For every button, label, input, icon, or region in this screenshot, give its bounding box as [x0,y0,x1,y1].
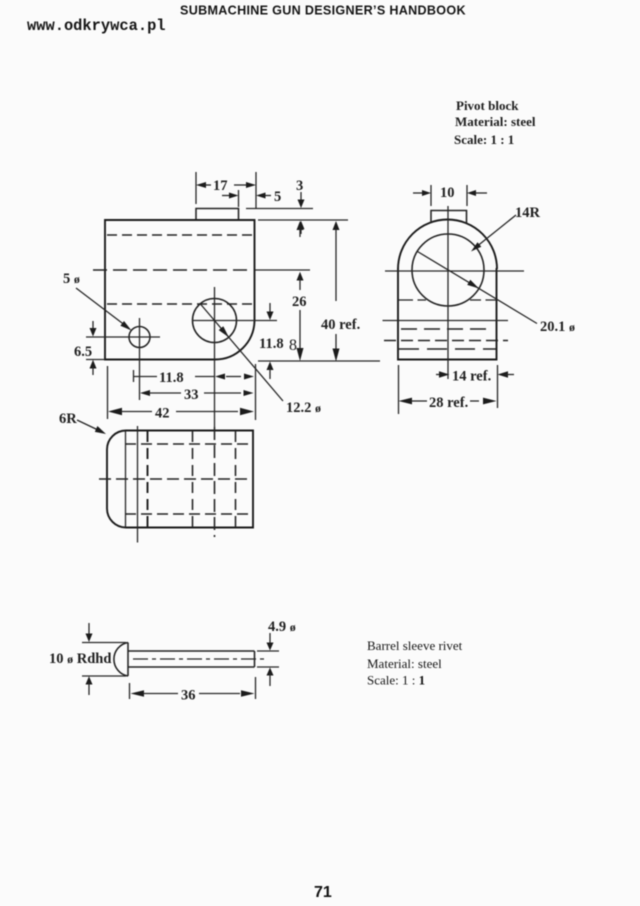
svg-text:20.1 ø: 20.1 ø [540,319,575,335]
svg-text:11.8: 11.8 [259,336,284,352]
svg-text:5: 5 [274,189,281,205]
svg-text:10: 10 [440,185,455,201]
svg-text:42: 42 [155,406,170,422]
svg-text:6R: 6R [59,411,77,427]
svg-text:SUBMACHINE GUN DESIGNER’S HAND: SUBMACHINE GUN DESIGNER’S HANDBOOK [180,4,466,18]
svg-text:Material: steel: Material: steel [367,656,442,671]
svg-text:11.8: 11.8 [159,370,184,386]
svg-text:Barrel sleeve rivet: Barrel sleeve rivet [367,638,463,653]
svg-text:3: 3 [296,178,303,194]
svg-text:28 ref.: 28 ref. [429,395,468,411]
svg-text:71: 71 [314,884,332,901]
svg-text:8: 8 [289,337,297,354]
svg-text:40 ref.: 40 ref. [321,317,360,333]
svg-text:5 ø: 5 ø [63,271,80,287]
svg-text:36: 36 [181,688,196,704]
svg-text:14 ref.: 14 ref. [452,369,491,385]
svg-text:Scale: 1 : 1: Scale: 1 : 1 [367,673,425,688]
svg-text:12.2 ø: 12.2 ø [286,400,321,416]
svg-text:www.odkrywca.pl: www.odkrywca.pl [27,17,166,35]
svg-text:26: 26 [292,294,307,310]
svg-text:17: 17 [213,178,228,194]
svg-text:4.9 ø: 4.9 ø [268,619,296,635]
svg-text:6.5: 6.5 [74,344,92,360]
svg-text:14R: 14R [515,205,541,221]
svg-text:Scale: 1 : 1: Scale: 1 : 1 [454,132,514,147]
svg-text:Material: steel: Material: steel [455,114,536,129]
svg-text:10 ø Rdhd: 10 ø Rdhd [49,651,111,667]
svg-text:Pivot block: Pivot block [456,98,519,113]
svg-text:33: 33 [184,387,199,403]
